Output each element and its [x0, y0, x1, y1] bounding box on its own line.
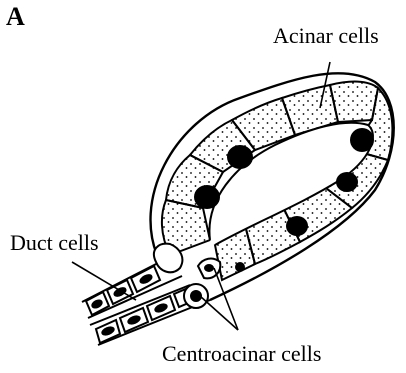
nucleus [350, 128, 374, 152]
nucleus [194, 185, 220, 209]
nucleus [235, 262, 245, 272]
duct-cell [96, 320, 120, 343]
acinar-cell [330, 82, 378, 122]
panel-letter: A [6, 4, 25, 30]
centroacinar-leader-1 [200, 296, 238, 330]
nucleus [227, 145, 253, 169]
acinar-cells-label: Acinar cells [273, 25, 379, 47]
duct-cells-label: Duct cells [10, 232, 99, 254]
nucleus [336, 172, 358, 192]
centroacinar-cells-label: Centroacinar cells [162, 343, 321, 365]
duct-cell [86, 292, 109, 315]
nucleus [286, 216, 308, 236]
